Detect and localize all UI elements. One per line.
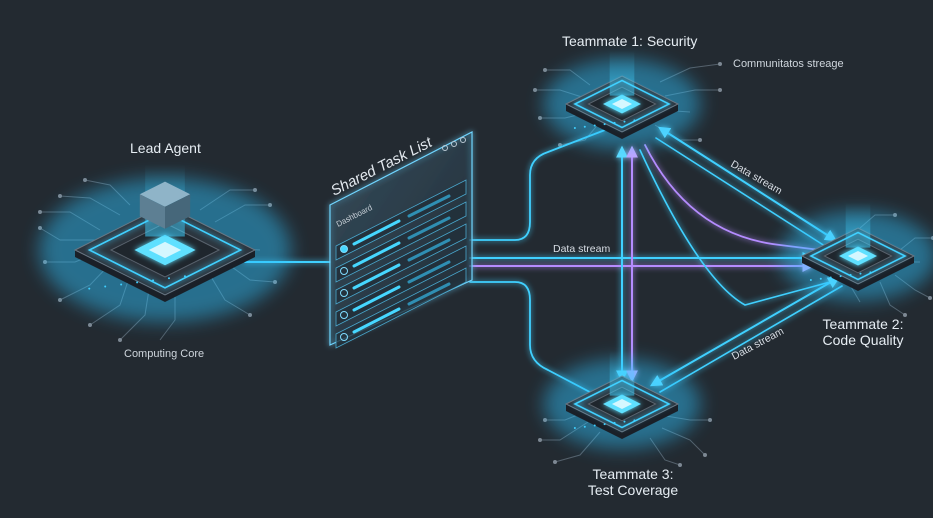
task-bar — [407, 282, 451, 306]
edge-coverage-quality-b — [659, 285, 843, 393]
edge-coverage-quality-a — [649, 276, 841, 387]
window-dot-icon — [442, 145, 448, 151]
coverage-title: Teammate 3: Test Coverage — [578, 466, 688, 498]
task-checkbox-icon — [340, 267, 348, 275]
task-rows — [335, 179, 467, 349]
task-bar — [407, 216, 451, 240]
task-row — [335, 223, 467, 305]
task-row — [335, 245, 467, 327]
task-bar — [352, 219, 401, 246]
connections — [244, 126, 843, 401]
task-checkbox-icon — [340, 289, 348, 297]
edge-tasklist-to-security — [469, 129, 606, 241]
shared-task-list-panel: Shared Task List Dashboard — [328, 131, 473, 349]
task-bar — [407, 260, 451, 284]
task-bar — [407, 238, 451, 262]
lead-agent-chip — [39, 164, 291, 322]
coverage-title-line2: Test Coverage — [587, 482, 679, 498]
window-dot-icon — [460, 137, 466, 143]
quality-chip — [779, 202, 933, 301]
task-bar — [352, 241, 401, 268]
security-chip — [543, 50, 701, 149]
quality-title-line2: Code Quality — [822, 332, 904, 348]
edge-label-lower: Data stream — [730, 325, 786, 363]
quality-title: Teammate 2: Code Quality — [818, 316, 908, 348]
task-row — [335, 267, 467, 349]
edge-tasklist-to-coverage — [469, 281, 606, 401]
quality-title-line1: Teammate 2: — [822, 316, 904, 332]
task-row — [335, 179, 467, 261]
lead-agent-caption: Computing Core — [124, 348, 205, 360]
security-title: Teammate 1: Security — [562, 33, 698, 49]
coverage-chip — [543, 350, 701, 449]
security-caption: Communitatos streage — [733, 58, 844, 70]
edge-security-quality-a — [657, 126, 838, 242]
task-bar — [352, 307, 401, 334]
coverage-title-line1: Teammate 3: — [592, 466, 674, 482]
edge-security-quality-curve — [644, 144, 821, 251]
lead-agent-title: Lead Agent — [130, 140, 201, 156]
task-bar — [352, 285, 401, 312]
edge-label-center: Data stream — [553, 243, 610, 255]
task-bar — [352, 263, 401, 290]
window-dot-icon — [451, 141, 457, 147]
task-checkbox-icon — [340, 311, 348, 319]
task-row — [335, 201, 467, 283]
task-bar — [407, 194, 451, 218]
task-checkbox-icon — [340, 245, 348, 253]
task-checkbox-icon — [340, 333, 348, 341]
